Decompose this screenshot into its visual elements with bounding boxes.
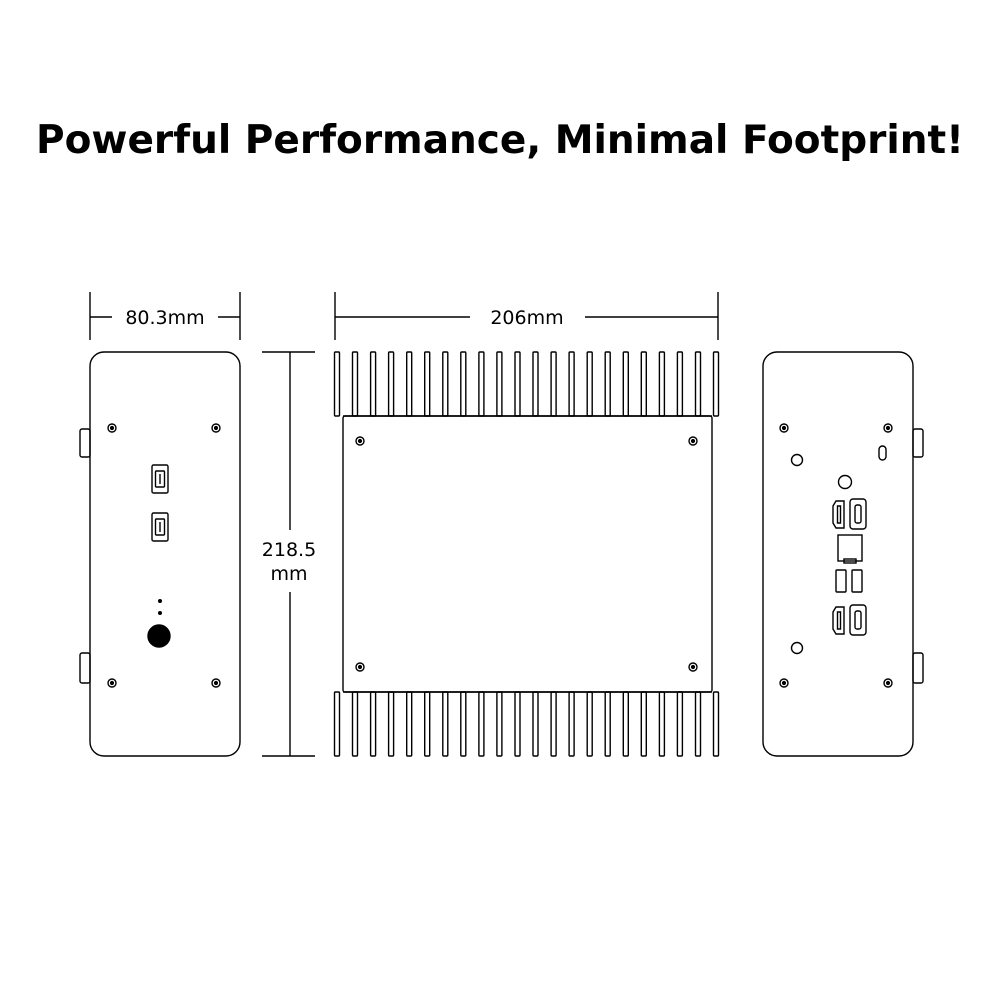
heatsink-fin — [604, 351, 611, 417]
heatsink-fin — [442, 351, 449, 417]
heatsink-fin — [460, 691, 467, 757]
width-label: 80.3mm — [125, 307, 204, 329]
front-usb-port-1 — [151, 464, 169, 494]
height-value-label: 218.5 — [262, 539, 316, 561]
rear-port-group-2 — [832, 604, 867, 636]
front-view — [79, 351, 241, 757]
height-unit-label: mm — [270, 563, 307, 585]
heatsink-fin — [532, 351, 539, 417]
ethernet-port — [837, 534, 863, 564]
heatsink-fin — [424, 351, 431, 417]
heatsink-fin — [406, 691, 413, 757]
power-button-icon — [147, 624, 171, 648]
length-label: 206mm — [490, 307, 563, 329]
antenna-hole — [790, 641, 804, 655]
heatsink-fin — [424, 691, 431, 757]
kensington-slot — [878, 445, 887, 461]
led-indicator — [157, 611, 162, 616]
heatsink-top-fins — [333, 351, 720, 417]
heatsink-fin — [658, 351, 666, 417]
heatsink-fin — [586, 351, 593, 417]
heatsink-fin — [640, 691, 647, 757]
width-dimension: 80.3mm — [89, 292, 241, 340]
top-view — [333, 351, 720, 757]
rear-view — [762, 351, 924, 757]
rear-screws — [779, 423, 893, 688]
heatsink-fin — [568, 691, 575, 757]
height-dimension: 218.5 mm — [262, 351, 316, 757]
front-usb-port-2 — [151, 512, 169, 542]
heatsink-fin — [640, 351, 647, 417]
heatsink-fin — [658, 691, 666, 757]
heatsink-fin — [694, 351, 702, 417]
heatsink-fin — [514, 691, 521, 757]
heatsink-fin — [442, 691, 449, 757]
heatsink-fin — [550, 691, 557, 757]
heatsink-fin — [496, 691, 503, 757]
heatsink-fin — [586, 691, 593, 757]
heatsink-fin — [676, 351, 684, 417]
heatsink-fin — [694, 691, 702, 757]
heatsink-fin — [406, 351, 413, 417]
antenna-hole — [790, 453, 804, 467]
heatsink-fin — [351, 691, 359, 757]
heatsink-fin — [496, 351, 503, 417]
rear-usb-ports — [835, 569, 863, 593]
front-screws — [107, 423, 221, 688]
heatsink-fin — [369, 691, 377, 757]
heatsink-fin — [622, 351, 629, 417]
heatsink-fin — [604, 691, 611, 757]
dc-power-jack — [837, 474, 853, 490]
heatsink-fin — [333, 351, 341, 417]
heatsink-fin — [478, 351, 485, 417]
heatsink-fin — [532, 691, 539, 757]
heatsink-fin — [369, 351, 377, 417]
heatsink-fin — [676, 691, 684, 757]
heatsink-fin — [387, 351, 395, 417]
heatsink-fin — [514, 351, 521, 417]
rear-port-group-1 — [832, 498, 867, 530]
headline: Powerful Performance, Minimal Footprint! — [36, 118, 964, 163]
heatsink-fin — [568, 351, 575, 417]
heatsink-fin — [550, 351, 557, 417]
heatsink-fin — [387, 691, 395, 757]
led-indicator — [157, 599, 162, 604]
heatsink-fin — [333, 691, 341, 757]
heatsink-fin — [712, 351, 720, 417]
heatsink-fin — [622, 691, 629, 757]
heatsink-bottom-fins — [333, 691, 720, 757]
heatsink-fin — [460, 351, 467, 417]
heatsink-fin — [712, 691, 720, 757]
top-screws — [355, 436, 698, 672]
length-dimension: 206mm — [334, 292, 719, 340]
heatsink-fin — [351, 351, 359, 417]
heatsink-fin — [478, 691, 485, 757]
